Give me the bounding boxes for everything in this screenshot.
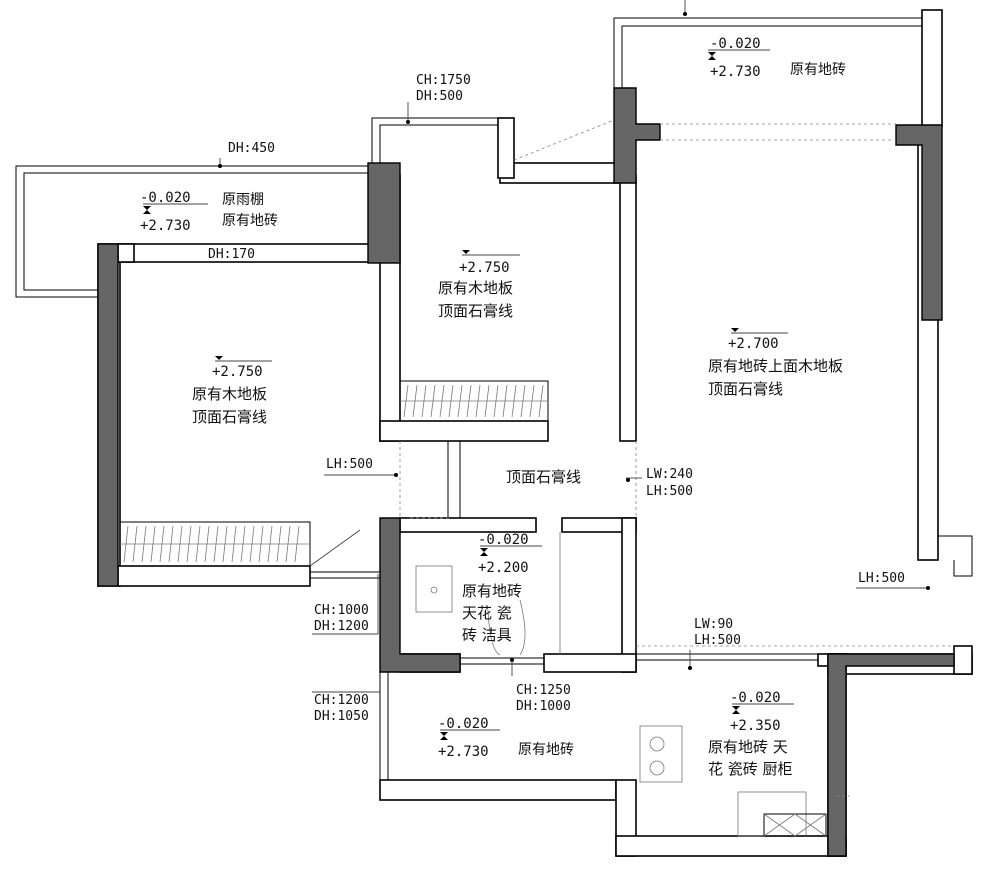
- sink-cabinet-icon: [763, 813, 827, 837]
- label-roof-elev-high: +2.730: [140, 218, 191, 234]
- elevation-icon: [732, 706, 740, 714]
- label-balc-bot-elev-low: -0.020: [438, 716, 489, 732]
- label-beam-dh: DH:170: [208, 247, 255, 262]
- label-kitchen-note-2: 花 瓷砖 厨柜: [708, 760, 793, 778]
- elevation-icon: [215, 356, 223, 360]
- elevation-icon: [462, 250, 470, 254]
- labels: DH:450 -0.020 +2.730 原雨棚 原有地砖 DH:170 +2.…: [140, 36, 905, 778]
- elevation-symbols: [143, 49, 794, 740]
- label-kitchen-lh: LH:500: [694, 633, 741, 648]
- sink-icon: [415, 565, 453, 613]
- label-bed-left-elev: +2.750: [212, 364, 263, 380]
- reference-lines: [310, 119, 954, 797]
- label-top-ch: CH:1750: [416, 73, 471, 88]
- toilet-icon: [487, 609, 501, 656]
- label-bath-elev-low: -0.020: [478, 532, 529, 548]
- label-win-dh-2: DH:1050: [314, 709, 369, 724]
- leader-lines: [218, 0, 930, 693]
- label-balc-top-elev-low: -0.020: [710, 36, 761, 52]
- label-living-elev: +2.700: [728, 336, 779, 352]
- label-roof-note-2: 原有地砖: [222, 213, 278, 229]
- wardrobe-left: [119, 521, 361, 567]
- label-bed-mid-note-1: 原有木地板: [438, 279, 513, 297]
- elevation-icon: [480, 548, 488, 556]
- label-bath-note-1: 原有地砖: [462, 582, 522, 600]
- elevation-icon: [440, 732, 448, 740]
- label-win-ch-1: CH:1000: [314, 603, 369, 618]
- label-bed-left-note-1: 原有木地板: [192, 385, 267, 403]
- columns: [97, 87, 955, 857]
- label-door-dh: DH:1000: [516, 699, 571, 714]
- label-living-note-1: 原有地砖上面木地板: [708, 357, 843, 375]
- label-top-dh: DH:500: [416, 89, 463, 104]
- left-balcony-outline: [15, 165, 371, 298]
- label-living-note-2: 顶面石膏线: [708, 380, 783, 398]
- kitchen-fixtures: [639, 725, 827, 837]
- label-kitchen-elev-low: -0.020: [730, 690, 781, 706]
- elevation-icon: [143, 206, 151, 214]
- label-roof-dh: DH:450: [228, 141, 275, 156]
- label-roof-elev-low: -0.020: [140, 190, 191, 206]
- label-bath-note-3: 砖 洁具: [462, 626, 512, 644]
- label-balc-top-note: 原有地砖: [790, 62, 846, 78]
- label-win-dh-1: DH:1200: [314, 619, 369, 634]
- label-balc-bot-note: 原有地砖: [518, 742, 574, 758]
- elevation-icon: [708, 52, 716, 60]
- label-bath-elev-high: +2.200: [478, 560, 529, 576]
- label-roof-note-1: 原雨棚: [222, 192, 264, 208]
- label-hall-lw: LW:240: [646, 467, 693, 482]
- label-kitchen-elev-high: +2.350: [730, 718, 781, 734]
- label-win-ch-2: CH:1200: [314, 693, 369, 708]
- label-door-ch: CH:1250: [516, 683, 571, 698]
- label-kitchen-lw: LW:90: [694, 617, 733, 632]
- stove-icon: [639, 725, 683, 783]
- label-bed-left-note-2: 顶面石膏线: [192, 408, 267, 426]
- label-bath-note-2: 天花 瓷: [462, 604, 512, 622]
- label-hall-lh2: LH:500: [646, 484, 693, 499]
- label-right-lh: LH:500: [858, 571, 905, 586]
- label-bed-mid-elev: +2.750: [459, 260, 510, 276]
- elevation-icon: [731, 328, 739, 332]
- label-bed-mid-note-2: 顶面石膏线: [438, 302, 513, 320]
- label-balc-top-elev-high: +2.730: [710, 64, 761, 80]
- label-kitchen-note-1: 原有地砖 天: [708, 738, 788, 756]
- label-hall-lh: LH:500: [326, 457, 373, 472]
- label-balc-bot-elev-high: +2.730: [438, 744, 489, 760]
- bathroom-fixtures: [415, 532, 561, 656]
- label-hall-note: 顶面石膏线: [506, 468, 581, 486]
- wardrobe-mid: [399, 380, 549, 422]
